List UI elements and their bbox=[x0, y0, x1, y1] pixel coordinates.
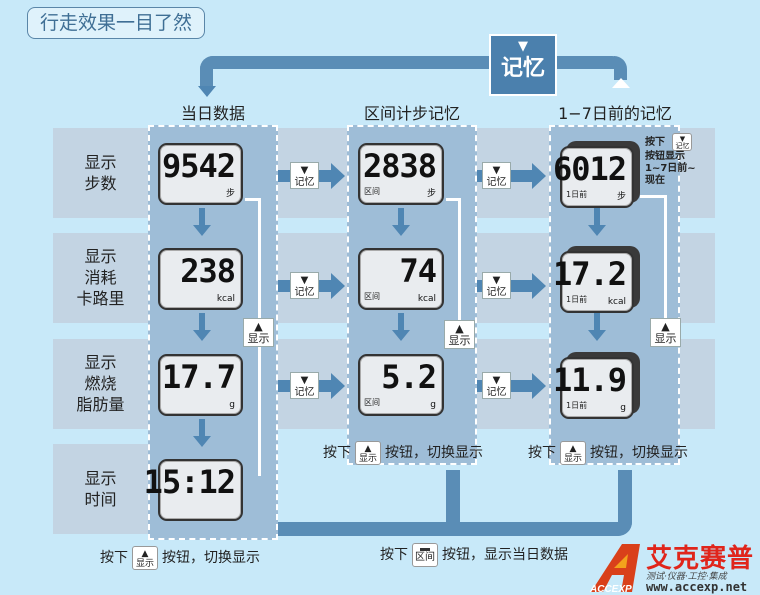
top-loop-left-leg bbox=[200, 56, 213, 86]
memory-button[interactable]: ▼记忆 bbox=[482, 272, 511, 299]
display-button[interactable]: ▲显示 bbox=[444, 320, 475, 349]
bottom-loop-right-leg bbox=[618, 470, 632, 536]
caption-past: 按下▲显示按钮，切换显示 bbox=[528, 441, 688, 465]
row-label-time: 显示时间 bbox=[84, 469, 117, 509]
logo-mark-icon: ACCEXP bbox=[589, 544, 640, 595]
row-label-kcal: 显示消耗卡路里 bbox=[76, 247, 125, 308]
arrow-down-icon bbox=[392, 330, 410, 341]
chevron-right-icon bbox=[532, 163, 546, 189]
chevron-up-icon bbox=[612, 78, 630, 88]
memory-button[interactable]: ▼记忆 bbox=[290, 272, 319, 299]
arrow-down-icon bbox=[193, 436, 211, 447]
top-loop-right-leg bbox=[614, 56, 627, 80]
display-button[interactable]: ▲显示 bbox=[650, 318, 681, 347]
caption-today: 按下▲显示按钮，切换显示 bbox=[100, 546, 260, 570]
top-loop-pipe bbox=[200, 56, 625, 69]
page-title: 行走效果一目了然 bbox=[27, 7, 205, 39]
interval-button: 区间 bbox=[412, 543, 438, 567]
chevron-right-icon bbox=[532, 373, 546, 399]
memory-button[interactable]: ▼记忆 bbox=[290, 162, 319, 189]
column-header-past: 1−7日前的记忆 bbox=[558, 104, 672, 123]
memory-button[interactable]: ▼ 记忆 bbox=[489, 34, 557, 96]
chevron-down-icon bbox=[198, 86, 216, 97]
svg-text:ACCEXP: ACCEXP bbox=[589, 584, 632, 595]
memory-button[interactable]: ▼记忆 bbox=[482, 162, 511, 189]
arrow-down-icon bbox=[588, 330, 606, 341]
arrow-down-icon bbox=[588, 225, 606, 236]
chevron-right-icon bbox=[331, 373, 345, 399]
triangle-down-icon: ▼ bbox=[518, 39, 528, 54]
caption-interval: 按下▲显示按钮，切换显示 bbox=[323, 441, 483, 465]
memory-button[interactable]: ▼记忆 bbox=[482, 372, 511, 399]
row-label-steps: 显示步数 bbox=[84, 153, 117, 193]
accexp-logo: ACCEXP 艾克赛普 测试·仪器·工控·集成 www.accexp.net bbox=[588, 538, 760, 595]
column-header-today: 当日数据 bbox=[180, 104, 245, 123]
chevron-right-icon bbox=[331, 163, 345, 189]
arrow-down-icon bbox=[392, 225, 410, 236]
memory-button-icon: ▼记忆 bbox=[672, 133, 693, 151]
bottom-loop-mid-leg bbox=[446, 470, 460, 530]
caption-interval-button: 按下区间按钮，显示当日数据 bbox=[380, 543, 568, 567]
arrow-down-icon bbox=[193, 330, 211, 341]
row-label-fat: 显示燃烧脂肪量 bbox=[76, 353, 125, 414]
arrow-down-icon bbox=[193, 225, 211, 236]
column-header-interval: 区间计步记忆 bbox=[363, 104, 460, 123]
memory-button-label: 记忆 bbox=[500, 56, 545, 81]
memory-button[interactable]: ▼记忆 bbox=[290, 372, 319, 399]
chevron-right-icon bbox=[532, 273, 546, 299]
chevron-right-icon bbox=[331, 273, 345, 299]
lcd-today-time: 15:12 bbox=[144, 459, 243, 521]
display-button[interactable]: ▲显示 bbox=[243, 318, 274, 347]
